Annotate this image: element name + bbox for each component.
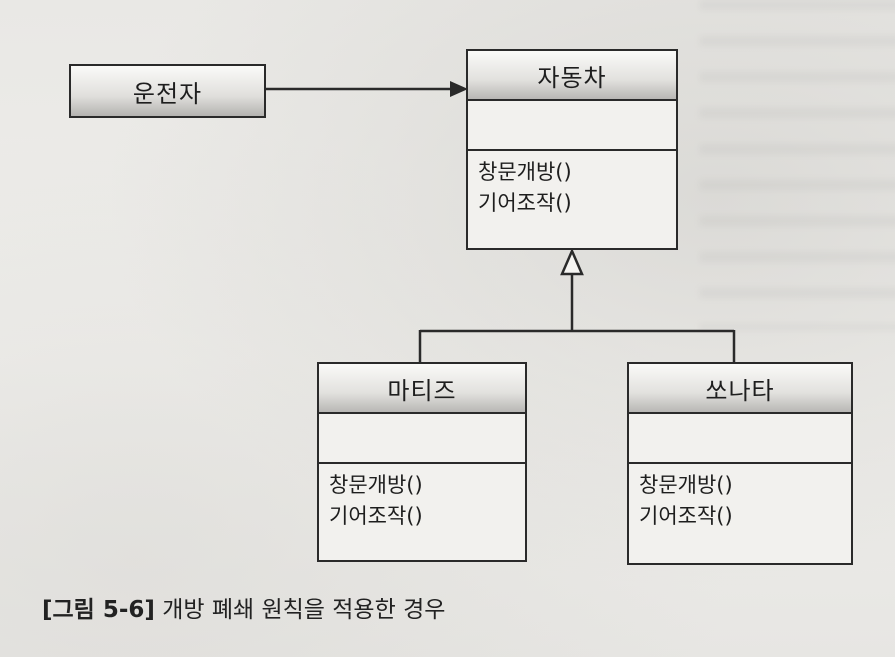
operation-open-window: 창문개방() <box>639 473 733 497</box>
class-sonata: 쏘나타 창문개방() 기어조작() <box>627 362 853 565</box>
class-matiz-name-compartment: 마티즈 <box>319 364 525 414</box>
operation-open-window: 창문개방() <box>478 160 572 184</box>
class-car-name: 자동차 <box>537 63 607 92</box>
operation-shift-gear: 기어조작() <box>329 504 423 528</box>
bleed-through-text <box>700 0 895 330</box>
driver-label: 운전자 <box>132 79 203 108</box>
class-sonata-attributes <box>629 414 851 464</box>
operation-open-window: 창문개방() <box>329 473 423 497</box>
class-car-name-compartment: 자동차 <box>468 51 676 101</box>
class-matiz-operations: 창문개방() 기어조작() <box>319 464 525 532</box>
figure-caption: [그림 5-6] 개방 폐쇄 원칙을 적용한 경우 <box>42 590 445 624</box>
class-car-operations: 창문개방() 기어조작() <box>468 151 676 219</box>
class-car: 자동차 창문개방() 기어조작() <box>466 49 678 250</box>
figure-caption-label: [그림 5-6] <box>42 597 155 623</box>
association-arrowhead <box>450 81 468 97</box>
class-sonata-name: 쏘나타 <box>705 376 775 405</box>
driver-box: 운전자 <box>69 64 266 118</box>
class-sonata-name-compartment: 쏘나타 <box>629 364 851 414</box>
class-car-attributes <box>468 101 676 151</box>
operation-shift-gear: 기어조작() <box>639 504 733 528</box>
figure-caption-text: 개방 폐쇄 원칙을 적용한 경우 <box>162 597 446 623</box>
operation-shift-gear: 기어조작() <box>478 191 572 215</box>
class-matiz-name: 마티즈 <box>387 376 457 405</box>
class-matiz-attributes <box>319 414 525 464</box>
inheritance-triangle-icon <box>560 247 584 276</box>
class-sonata-operations: 창문개방() 기어조작() <box>629 464 851 532</box>
class-matiz: 마티즈 창문개방() 기어조작() <box>317 362 527 562</box>
